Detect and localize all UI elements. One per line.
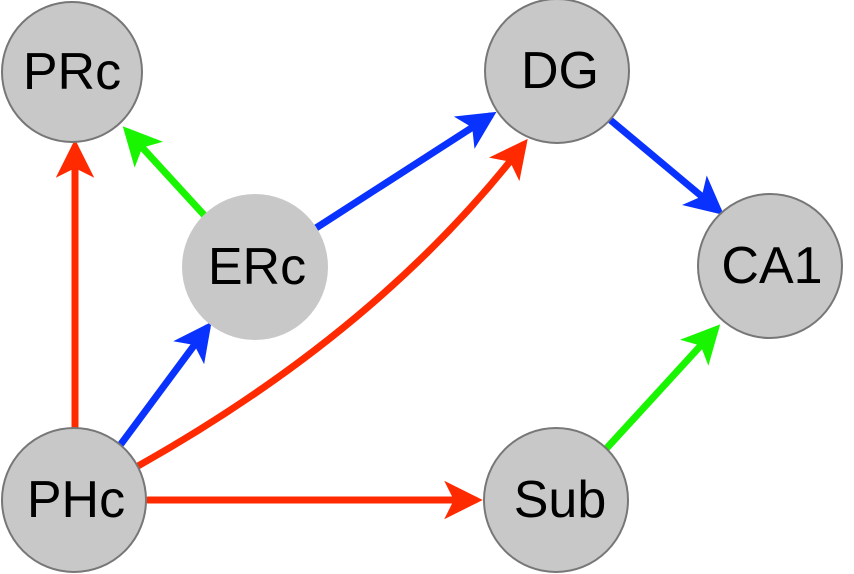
- edge-erc-to-dg: [312, 111, 497, 232]
- edges: [55, 111, 724, 520]
- edge-erc-to-prc: [122, 126, 209, 220]
- node-sub: Sub: [483, 427, 629, 573]
- node-prc: PRc: [1, 1, 143, 143]
- node-sub-label: Sub: [514, 471, 607, 529]
- node-ca1-label: CA1: [721, 237, 822, 295]
- edge-phc-to-dg: [134, 138, 528, 470]
- node-erc: ERc: [182, 194, 328, 340]
- node-erc-label: ERc: [208, 238, 306, 296]
- edge-dg-to-ca1: [604, 114, 724, 215]
- node-prc-label: PRc: [23, 43, 121, 101]
- node-dg-label: DG: [521, 42, 599, 100]
- node-dg: DG: [484, 0, 630, 144]
- edge-sub-to-ca1: [601, 324, 721, 454]
- node-ca1: CA1: [697, 193, 843, 339]
- node-phc-label: PHc: [27, 471, 125, 529]
- node-phc: PHc: [1, 427, 147, 573]
- edge-phc-to-erc: [114, 321, 212, 452]
